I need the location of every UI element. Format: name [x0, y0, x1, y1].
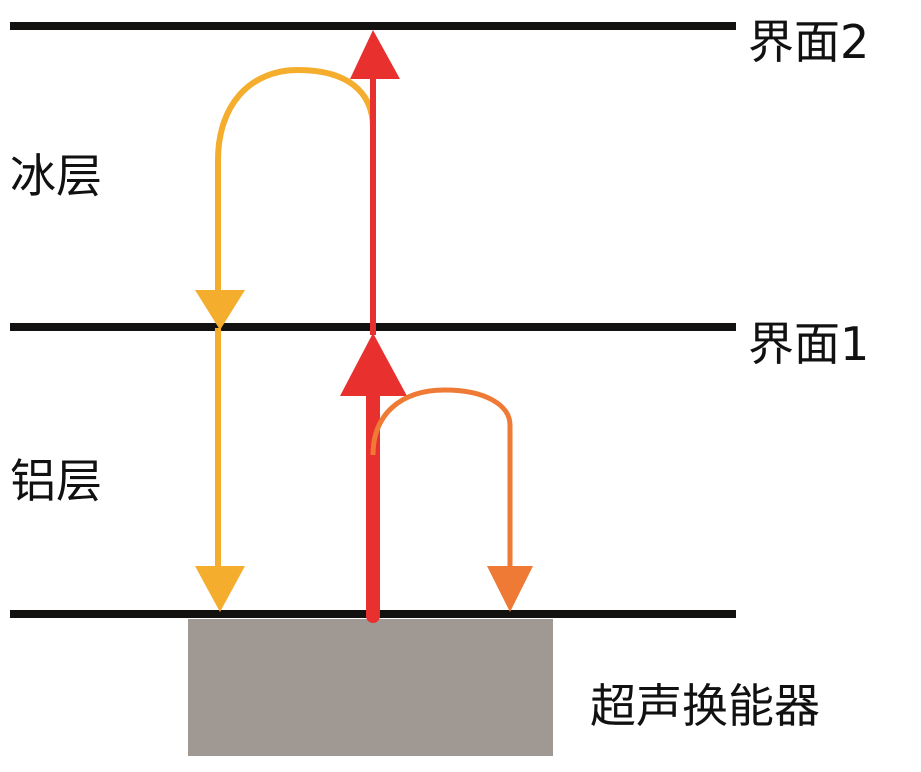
- interface-1-label: 界面1: [748, 317, 869, 371]
- aluminum-echo-arrow: [370, 387, 533, 612]
- transducer-label: 超声换能器: [590, 679, 820, 733]
- aluminum-layer-label: 铝层: [10, 454, 102, 508]
- ice-layer-label: 冰层: [10, 149, 102, 203]
- ice-echo-arrow: [195, 66, 376, 612]
- transmitted-wave-arrow: [340, 30, 407, 623]
- interface-2-label: 界面2: [748, 15, 869, 69]
- transducer-block: [188, 619, 553, 756]
